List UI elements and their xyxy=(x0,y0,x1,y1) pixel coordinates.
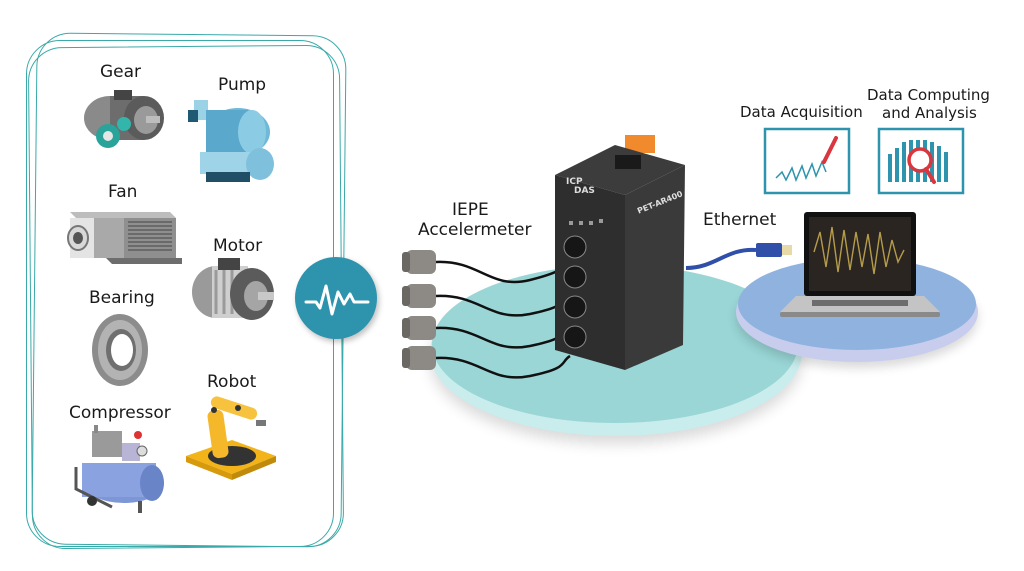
bearing-icon xyxy=(92,314,148,386)
device-brand-line1: ICP xyxy=(566,177,583,187)
machine-label-fan: Fan xyxy=(108,182,138,202)
ethernet-label: Ethernet xyxy=(703,210,777,230)
fan-unit-icon xyxy=(67,212,182,264)
motor-icon xyxy=(192,258,274,320)
pump-icon xyxy=(188,100,274,182)
signal-pen-icon xyxy=(763,127,851,195)
laptop-icon xyxy=(780,212,940,317)
machine-label-gear: Gear xyxy=(100,62,142,82)
ethernet-cable xyxy=(685,243,792,270)
data-analysis-label-line2: and Analysis xyxy=(882,104,977,122)
sensor-label-line2: Accelermeter xyxy=(418,220,532,240)
data-acquisition-label: Data Acquisition xyxy=(740,103,863,121)
machine-label-motor: Motor xyxy=(213,236,263,256)
sensor-label-line1: IEPE xyxy=(452,200,489,220)
accelerometer-1 xyxy=(402,250,569,284)
device-brand: ICP DAS xyxy=(566,178,595,196)
data-acquisition-device xyxy=(555,135,685,370)
machine-label-pump: Pump xyxy=(218,75,267,95)
accelerometer-4 xyxy=(402,346,571,379)
robot-arm-icon xyxy=(186,396,276,480)
compressor-icon xyxy=(74,425,164,513)
accelerometer-2 xyxy=(402,284,571,317)
device-brand-line2: DAS xyxy=(574,186,595,196)
chart-magnifier-icon xyxy=(877,127,965,195)
machine-label-compressor: Compressor xyxy=(69,403,171,423)
gear-motor-icon xyxy=(84,90,164,148)
machine-label-bearing: Bearing xyxy=(89,288,155,308)
machine-label-robot: Robot xyxy=(207,372,257,392)
accelerometer-3 xyxy=(402,316,571,349)
vibration-waveform-icon xyxy=(304,284,370,316)
data-analysis-label-line1: Data Computing xyxy=(867,86,990,104)
